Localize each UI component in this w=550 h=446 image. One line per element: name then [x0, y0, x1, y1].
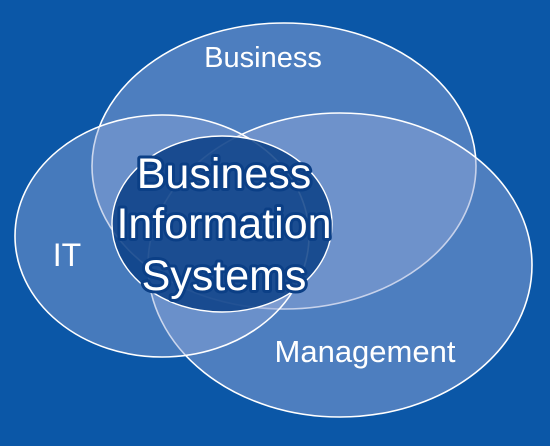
center-label-line-1: Business: [137, 150, 311, 198]
business-label: Business: [204, 42, 322, 74]
it-label: IT: [53, 237, 81, 273]
center-label-line-2: Information: [116, 200, 331, 248]
center-label-line-3: Systems: [142, 252, 307, 300]
center-intersection-ellipse: [111, 135, 333, 313]
management-label: Management: [275, 334, 456, 369]
